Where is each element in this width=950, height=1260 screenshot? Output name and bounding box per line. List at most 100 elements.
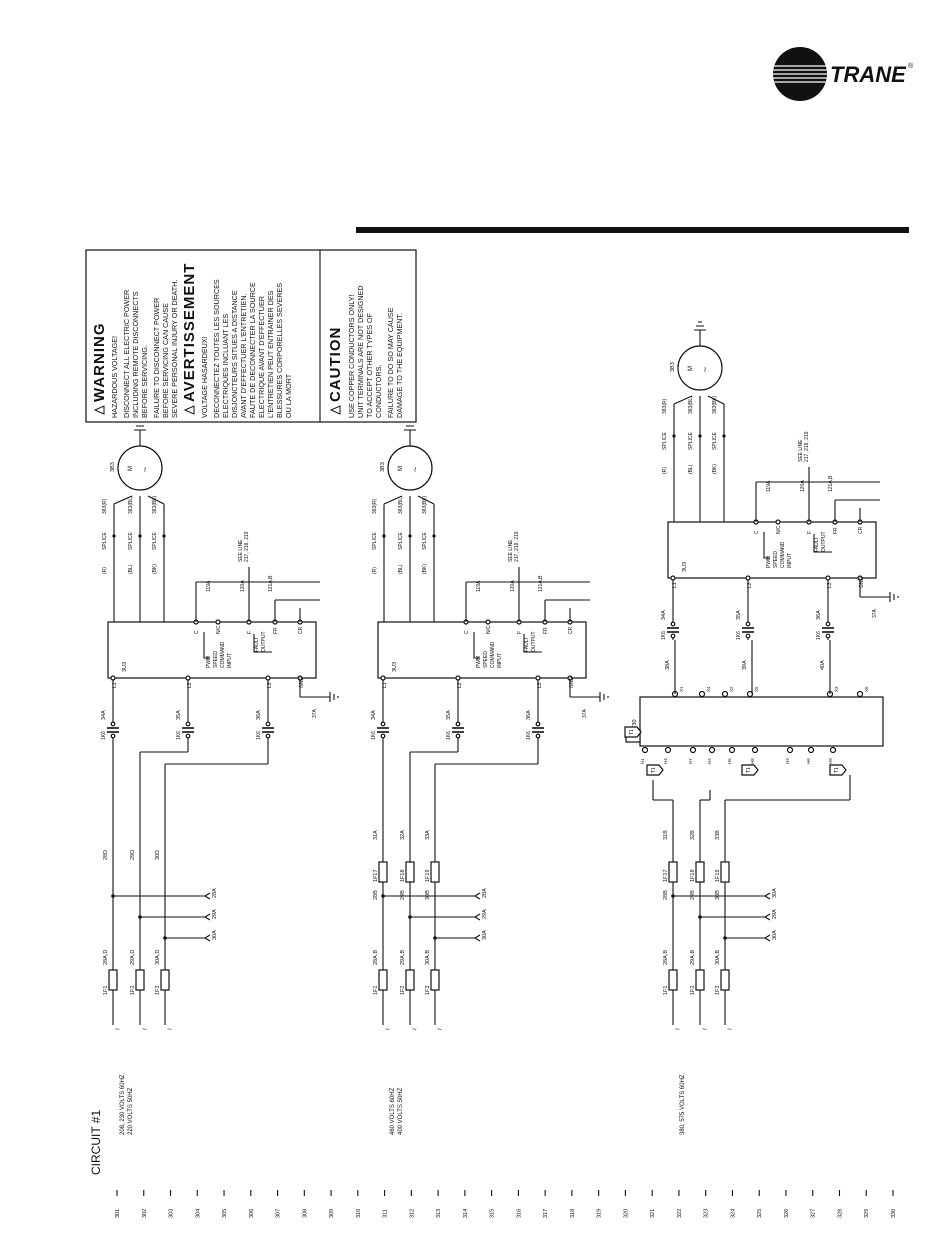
- vfd-label: 3U3: [682, 562, 688, 572]
- motor-color-label: (R): [662, 467, 668, 474]
- caution-line: FAILURE TO DO SO MAY CAUSE: [386, 307, 395, 418]
- caution-line: DAMAGE TO THE EQUIPMENT.: [395, 313, 404, 418]
- feed-arrow-icon: [764, 937, 771, 942]
- transformer-h-label: H4: [663, 758, 668, 764]
- splice-label: SPLICE: [688, 432, 694, 450]
- transformer-h-label: H7: [688, 758, 693, 764]
- voltage-label: 220 VOLTS 50HZ: [128, 1087, 134, 1135]
- supply-tilde-icon: ~: [167, 1025, 172, 1034]
- avertissement-line: AVANT D'EFFECTUER L'ENTRETIEN.: [239, 293, 248, 418]
- avertissement-line: OU LA MORT: [284, 373, 293, 418]
- contactor-terminal: [185, 733, 191, 739]
- contactor-terminal: [670, 633, 676, 639]
- fuse-label: 1F18: [400, 869, 406, 882]
- vfd-box: [667, 521, 877, 579]
- brand-registered: ®: [908, 62, 914, 70]
- fault-bracket: [813, 534, 832, 553]
- ruler-number: 321: [650, 1209, 656, 1218]
- see-line-label: SEE LINE: [798, 439, 804, 462]
- contactor-terminal: [670, 621, 676, 627]
- ground-icon: [889, 592, 899, 602]
- wire-label: 28B: [663, 890, 669, 900]
- caution-title: CAUTION: [327, 327, 344, 402]
- motor-tag: M: [398, 466, 404, 471]
- wire-label: 29B: [690, 890, 696, 900]
- ground-label: 37A: [582, 708, 588, 718]
- transformer-h-label: H9: [828, 758, 833, 764]
- vfd-bracket: [473, 632, 480, 659]
- vfd-line-terminal: [110, 675, 116, 681]
- feed-arrow-icon: [474, 913, 481, 918]
- vfd-box: [107, 621, 317, 679]
- voltage-label: 460 VOLTS 60HZ: [390, 1087, 396, 1135]
- wire-label: 40A: [820, 660, 826, 670]
- fuse-symbol: [720, 861, 730, 883]
- fuse-label: 1F2: [130, 986, 136, 995]
- splice-dot: [382, 534, 386, 538]
- motor-wire-label: 383(BL): [128, 496, 134, 514]
- fuse-symbol: [135, 969, 145, 991]
- vfd-line-terminal: [380, 675, 386, 681]
- feed-arrow-icon: [764, 892, 771, 897]
- fuse-label: 1F19: [715, 869, 721, 882]
- vfd-pin-label: N/C: [486, 625, 492, 634]
- fuse-label: 1F17: [373, 869, 379, 882]
- wire-label: 30B: [425, 890, 431, 900]
- wire-label: 34A: [661, 610, 667, 620]
- motor-wire: [383, 495, 403, 505]
- vfd-terminal-label: L1: [382, 682, 388, 688]
- vfd-terminal-label: L2: [747, 582, 753, 588]
- avertissement-triangle-icon: [183, 405, 195, 415]
- fuse-wire-label: 29A,B: [690, 950, 696, 965]
- motor-tag: M: [128, 466, 134, 471]
- ruler-number: 320: [623, 1209, 629, 1218]
- output-wire-label: 120A: [800, 480, 806, 492]
- transformer-h-label: H1: [640, 758, 645, 764]
- supply-tilde-icon: ~: [727, 1025, 732, 1034]
- fuse-symbol: [695, 969, 705, 991]
- ruler-number: 304: [195, 1209, 201, 1218]
- supply-tilde-icon: ~: [142, 1025, 147, 1034]
- ruler-number: 314: [463, 1209, 469, 1218]
- feed-label: 30A: [482, 930, 488, 940]
- vfd-pin-label: N/C: [776, 525, 782, 534]
- vfd-bracket: [763, 532, 770, 559]
- splice-dot: [672, 434, 676, 438]
- output-wire-label: 120A: [240, 580, 246, 592]
- splice-dot: [698, 434, 702, 438]
- warning-triangle-icon: [93, 405, 105, 415]
- fault-label: FAULT: [254, 637, 260, 652]
- vfd-function-label: INPUT: [497, 653, 503, 668]
- transformer-h-terminal: [664, 746, 672, 754]
- ruler-number: 326: [784, 1209, 790, 1218]
- tap-flag: [646, 764, 664, 776]
- feed-arrow-icon: [764, 916, 771, 921]
- motor-wire-label: 383(BL): [398, 496, 404, 514]
- ground-icon: [134, 421, 146, 431]
- fault-bracket: [523, 634, 542, 653]
- fuse-wire-label: 29A,B: [400, 950, 406, 965]
- splice-label: SPLICE: [712, 432, 718, 450]
- wire-label: 30D: [155, 850, 161, 860]
- motor-color-label: (BK): [422, 564, 428, 574]
- motor-label: 3B3: [380, 462, 386, 472]
- fuse-symbol: [668, 861, 678, 883]
- transformer-x-label: X4: [706, 686, 711, 692]
- contactor-label: 1K6: [736, 631, 742, 640]
- vfd-function-label: SPEED: [483, 651, 489, 668]
- ruler-number: 327: [811, 1209, 817, 1218]
- ground-label: 37A: [872, 608, 878, 618]
- caution-triangle-icon: [329, 405, 341, 415]
- splice-label: SPLICE: [662, 432, 668, 450]
- ground-icon: [404, 421, 416, 431]
- fault-label: OUTPUT: [821, 531, 827, 552]
- fuse-symbol: [720, 969, 730, 991]
- ruler-number: 318: [570, 1209, 576, 1218]
- motor-color-label: (BL): [398, 564, 404, 574]
- warning-line: FAILURE TO DISCONNECT POWER: [152, 298, 161, 418]
- avertissement-line: ELECTRIQUE AVANT D'EFFECTUER: [257, 296, 266, 418]
